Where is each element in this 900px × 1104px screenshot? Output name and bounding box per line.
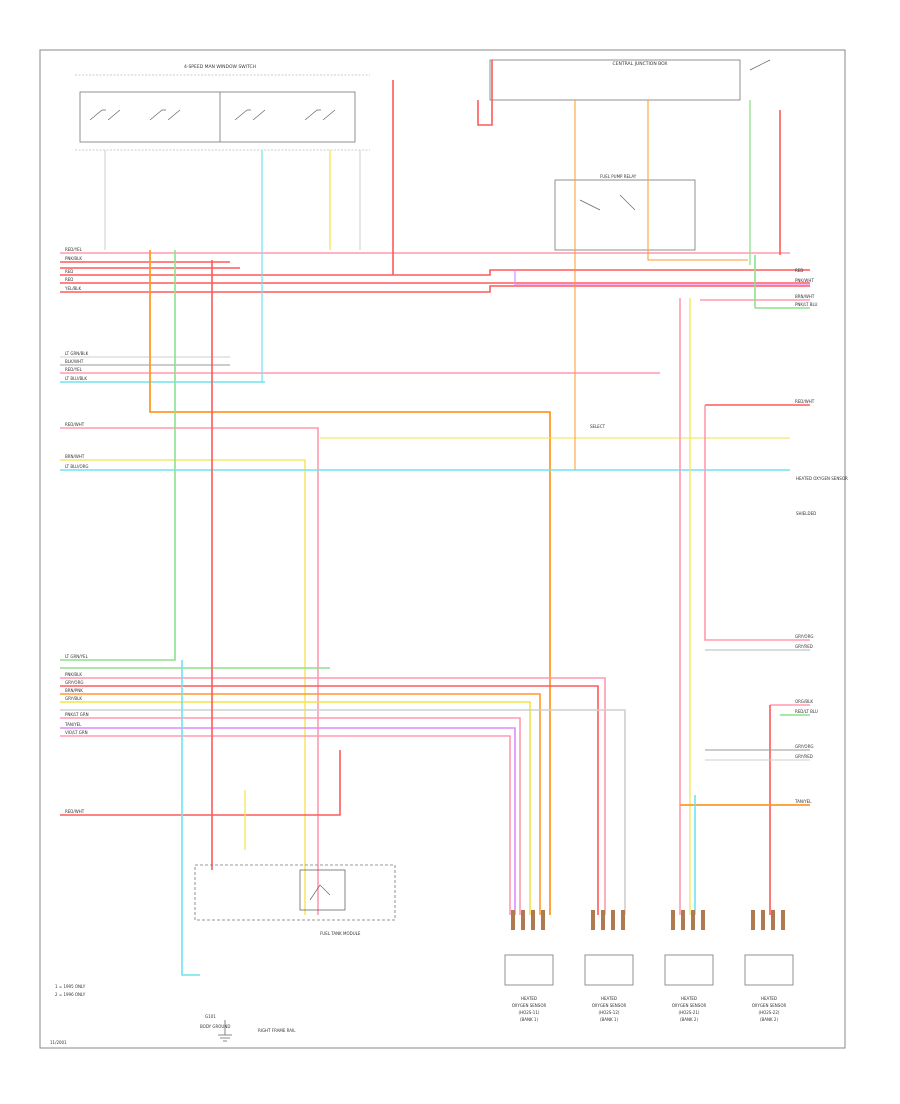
wire-label: LT BLU/ORG xyxy=(65,464,88,469)
sensor-label: (HO2S-12) xyxy=(599,1010,620,1015)
note-1: 1 = 1995 ONLY xyxy=(55,984,86,989)
sensor-box xyxy=(664,954,714,986)
sensor-label: (BANK 2) xyxy=(760,1017,778,1022)
bottom-center-b: RIGHT FRAME RAIL xyxy=(258,1028,296,1033)
wire-label: RED/LT BLU xyxy=(795,709,818,714)
ground-symbol: G101 BODY GROUND RIGHT FRAME RAIL xyxy=(200,1014,296,1042)
select-label: SELECT xyxy=(590,424,606,429)
wire-label: LT GRN/BLK xyxy=(65,351,89,356)
right-wire-labels: RED PNK/WHT BRN/WHT PNK/LT BLU RED/WHT G… xyxy=(794,268,818,804)
sensor-label: OXYGEN SENSOR xyxy=(592,1003,627,1008)
connector-pin xyxy=(691,910,695,930)
window-switch-block: 4-SPEED MAN WINDOW SWITCH xyxy=(75,64,370,151)
wire-label: RED xyxy=(65,269,73,274)
wire-label: RED xyxy=(65,277,73,282)
connector-pin xyxy=(521,910,525,930)
wire-label: GRY/ORG xyxy=(65,680,83,685)
sensor-label: OXYGEN SENSOR xyxy=(752,1003,787,1008)
fuel-pump-relay-block: CENTRAL JUNCTION BOX FUEL PUMP RELAY xyxy=(489,59,771,251)
wire-label: BRN/WHT xyxy=(65,454,85,459)
ground-label: G101 xyxy=(205,1014,216,1019)
oxygen-sensor-3: HEATED OXYGEN SENSOR (HO2S-21) (BANK 2) xyxy=(664,910,714,1022)
sensor-label: HEATED xyxy=(601,996,617,1001)
mid-right-note2: SHIELDED xyxy=(796,511,816,516)
connector-pin xyxy=(511,910,515,930)
wire-label: GRY/ORG xyxy=(795,634,813,639)
wire-label: PNK/LT GRN xyxy=(65,712,89,717)
fuse-box-label: CENTRAL JUNCTION BOX xyxy=(613,61,668,67)
left-wire-labels: RED/YEL PNK/BLK RED RED YEL/BLK LT GRN/B… xyxy=(64,247,89,814)
sensor-label: (HO2S-21) xyxy=(679,1010,700,1015)
wire-label: PNK/LT BLU xyxy=(795,302,818,307)
wire-label: PNK/BLK xyxy=(65,672,82,677)
wire-label: ORG/BLK xyxy=(795,699,813,704)
wire-label: VIO/LT GRN xyxy=(65,730,88,735)
fuel-pump-relay-label: FUEL PUMP RELAY xyxy=(600,174,637,179)
connector-pin xyxy=(601,910,605,930)
wire-label: YEL/BLK xyxy=(64,286,82,291)
sensor-label: HEATED xyxy=(681,996,697,1001)
sensor-label: OXYGEN SENSOR xyxy=(512,1003,547,1008)
note-2: 2 = 1996 ONLY xyxy=(55,992,86,997)
wire-label: BRN/PNK xyxy=(65,688,83,693)
wire-label: PNK/WHT xyxy=(795,278,814,283)
oxygen-sensor-2: HEATED OXYGEN SENSOR (HO2S-12) (BANK 1) xyxy=(584,910,634,1022)
oxygen-sensor-1: HEATED OXYGEN SENSOR (HO2S-11) (BANK 1) xyxy=(504,910,554,1022)
connector-pin xyxy=(681,910,685,930)
wire-label: GRY/RED xyxy=(795,644,813,649)
wire-label: BRN/WHT xyxy=(795,294,815,299)
connector-pin xyxy=(611,910,615,930)
switch-block-header: 4-SPEED MAN WINDOW SWITCH xyxy=(184,64,256,70)
sensor-label: HEATED xyxy=(761,996,777,1001)
sensor-label: (HO2S-22) xyxy=(759,1010,780,1015)
sensor-label: (BANK 1) xyxy=(520,1017,538,1022)
sensor-label: (HO2S-11) xyxy=(519,1010,540,1015)
connector-pin xyxy=(761,910,765,930)
fuel-tank-module: FUEL TANK MODULE xyxy=(194,864,396,936)
corner-id: 11/2001 xyxy=(50,1040,67,1045)
wire-label: TAN/YEL xyxy=(794,799,812,804)
bottom-center-a: BODY GROUND xyxy=(200,1024,230,1029)
wire-label: PNK/BLK xyxy=(65,256,82,261)
connector-pin xyxy=(751,910,755,930)
wire-label: RED xyxy=(795,268,803,273)
wire-label: TAN/YEL xyxy=(64,722,82,727)
wire-label: GRY/ORG xyxy=(795,744,813,749)
connector-pin xyxy=(781,910,785,930)
sensor-box xyxy=(504,954,554,986)
wire-label: RED/WHT xyxy=(795,399,815,404)
fuel-tank-module-label: FUEL TANK MODULE xyxy=(320,931,361,936)
connector-pin xyxy=(671,910,675,930)
diagram-border xyxy=(39,49,846,1049)
mid-right-note: HEATED OXYGEN SENSOR xyxy=(796,476,848,481)
connector-pin xyxy=(591,910,595,930)
connector-pin xyxy=(541,910,545,930)
wire-label: RED/WHT xyxy=(65,422,85,427)
wire-label: BLK/WHT xyxy=(65,359,84,364)
wire-label: LT GRN/YEL xyxy=(65,654,89,659)
connector-pin xyxy=(771,910,775,930)
sensor-label: OXYGEN SENSOR xyxy=(672,1003,707,1008)
wire-label: GRY/RED xyxy=(795,754,813,759)
sensor-label: HEATED xyxy=(521,996,537,1001)
sensor-box xyxy=(744,954,794,986)
wire-label: RED/YEL xyxy=(65,367,83,372)
wire-label: GRY/BLK xyxy=(65,696,82,701)
sensor-label: (BANK 1) xyxy=(600,1017,618,1022)
connector-pin xyxy=(621,910,625,930)
wire-label: LT BLU/BLK xyxy=(65,376,87,381)
oxygen-sensor-4: HEATED OXYGEN SENSOR (HO2S-22) (BANK 2) xyxy=(744,910,794,1022)
connector-pin xyxy=(701,910,705,930)
sensor-label: (BANK 2) xyxy=(680,1017,698,1022)
wire-label: RED/WHT xyxy=(65,809,85,814)
connector-pin xyxy=(531,910,535,930)
wire-bundle xyxy=(60,60,810,976)
sensor-box xyxy=(584,954,634,986)
wire-label: RED/YEL xyxy=(65,247,83,252)
